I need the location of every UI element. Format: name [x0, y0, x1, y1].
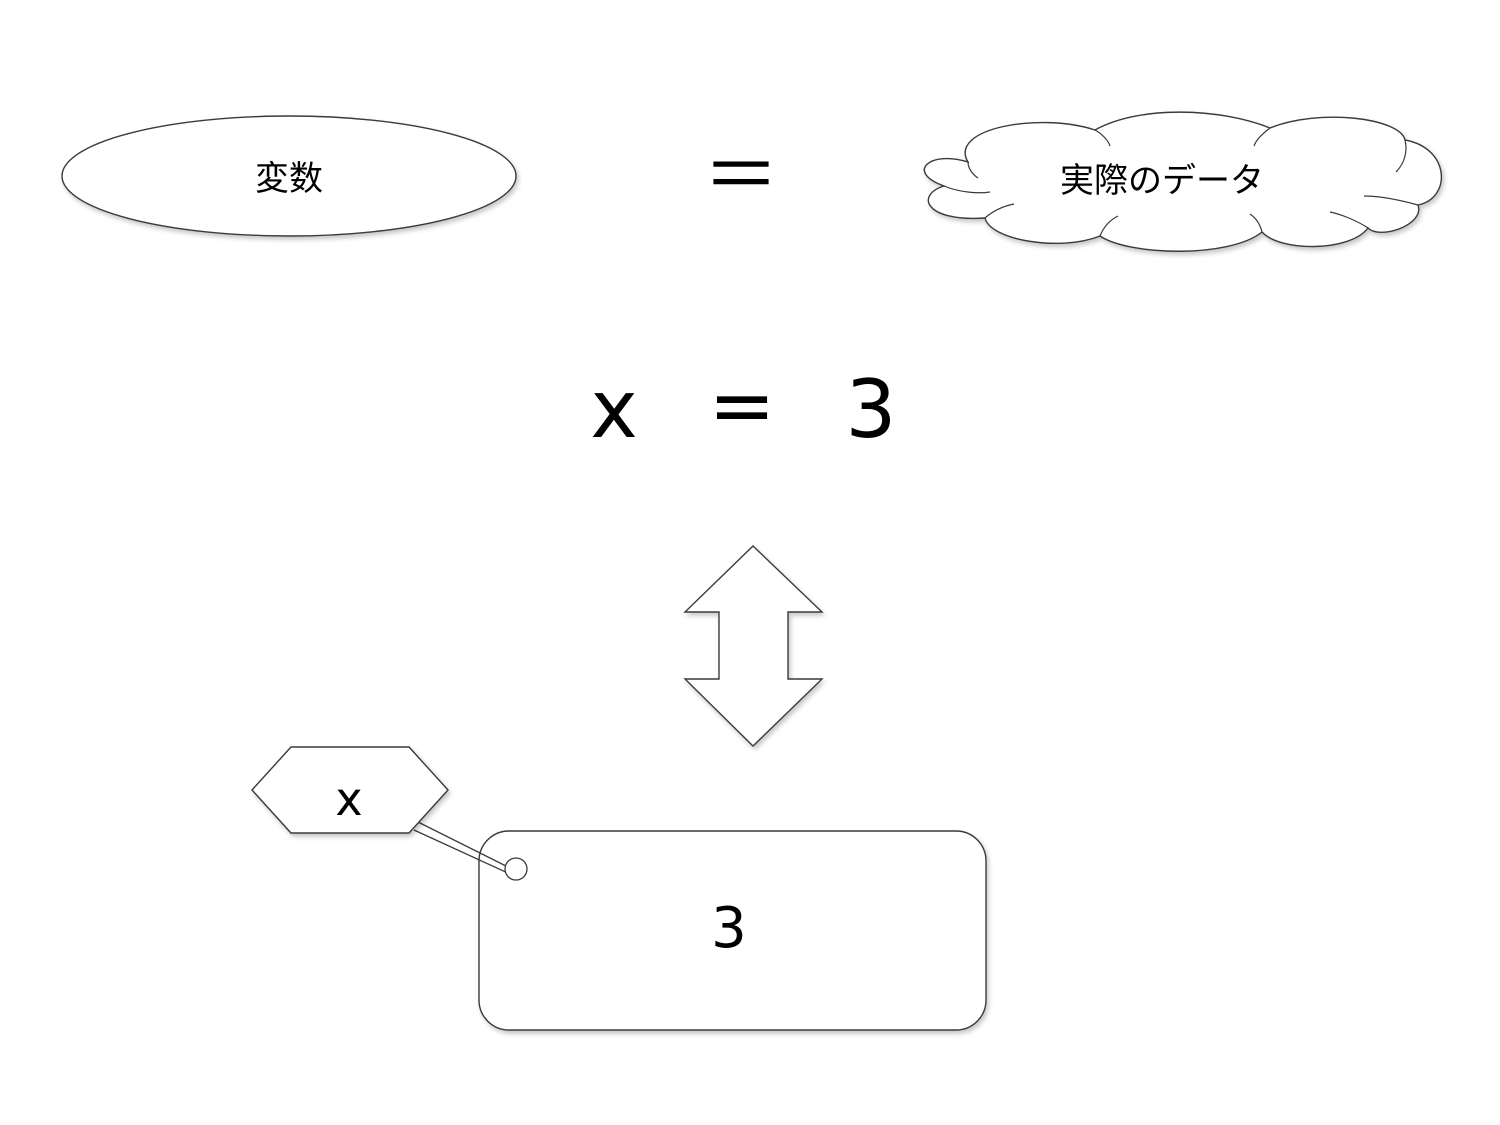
variable-tag-label: x	[335, 772, 362, 826]
data-label: 実際のデータ	[1060, 161, 1264, 201]
equation-operator: =	[708, 359, 775, 452]
up-down-arrow-icon	[683, 545, 824, 747]
tag-hole-icon	[504, 857, 528, 881]
equation-left: x	[590, 363, 637, 456]
variable-tag: x	[251, 746, 449, 834]
equation-right: 3	[846, 363, 897, 456]
tag-string	[413, 821, 528, 881]
equation: x = 3	[590, 359, 896, 456]
value-box-label: 3	[711, 896, 747, 961]
variable-label: 変数	[255, 159, 323, 199]
top-equals-sign: ＝	[703, 131, 779, 220]
variable-ellipse: 変数	[61, 115, 517, 237]
data-cloud: 実際のデータ	[923, 111, 1442, 252]
value-box: 3	[478, 830, 987, 1031]
